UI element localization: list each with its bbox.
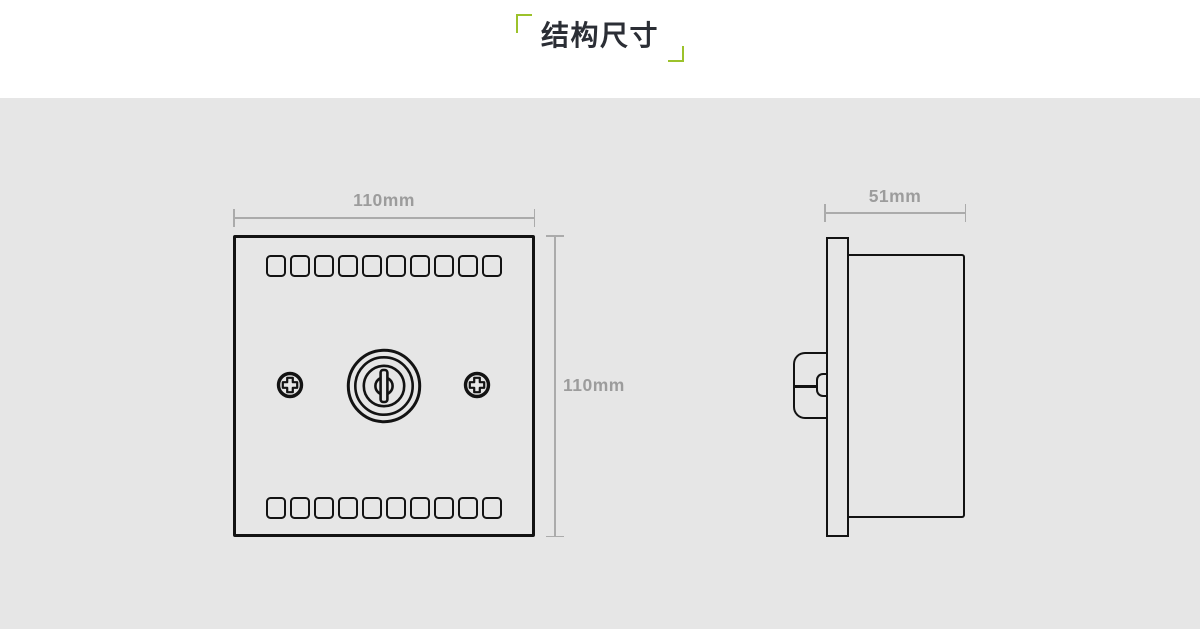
vent-slot (386, 255, 406, 277)
vent-slot (362, 255, 382, 277)
vent-slot (386, 497, 406, 519)
corner-bracket-bottom-right-icon (668, 46, 684, 63)
section-header: 结构尺寸 (0, 0, 1200, 98)
front-view-drawing: 110mm (233, 190, 633, 550)
vent-slot (410, 255, 430, 277)
key-nub-side-profile (816, 373, 827, 397)
depth-dimension-label: 51mm (868, 186, 922, 206)
dimension-tick (546, 535, 564, 537)
width-dimension-line (233, 209, 535, 227)
dimension-tick (824, 204, 826, 222)
vent-slot-row-bottom (236, 497, 532, 519)
vent-slot (410, 497, 430, 519)
vent-slot (266, 255, 286, 277)
vent-slot (338, 255, 358, 277)
depth-dimension-line (824, 204, 966, 222)
screw-icon-right (463, 371, 491, 399)
screw-icon-left (276, 371, 304, 399)
front-panel-flange (826, 237, 849, 537)
width-dimension-label: 110mm (353, 190, 415, 210)
height-dimension-line (546, 235, 564, 537)
lock-side-seam-line (795, 385, 818, 388)
vent-slot (434, 255, 454, 277)
vent-slot (362, 497, 382, 519)
vent-slot (338, 497, 358, 519)
vent-slot (290, 497, 310, 519)
dimension-tick (964, 204, 966, 222)
vent-slot (458, 497, 478, 519)
side-view-drawing: 51mm (793, 186, 978, 541)
vent-slot (482, 255, 502, 277)
dimension-tick (533, 209, 535, 227)
dimension-tick (546, 235, 564, 237)
corner-bracket-top-left-icon (515, 14, 532, 33)
vent-slot (290, 255, 310, 277)
rear-enclosure-body (849, 254, 965, 518)
vent-slot (434, 497, 454, 519)
drawing-canvas: 110mm (0, 98, 1200, 629)
panel-front-face (233, 235, 535, 537)
page-title: 结构尺寸 (540, 20, 659, 51)
key-lock-icon (346, 348, 422, 424)
height-dimension-label: 110mm (563, 375, 625, 395)
vent-slot-row-top (236, 255, 532, 277)
vent-slot (482, 497, 502, 519)
vent-slot (314, 497, 334, 519)
lock-side-profile (793, 352, 828, 419)
vent-slot (266, 497, 286, 519)
title-block: 结构尺寸 (515, 14, 684, 63)
dimension-tick (233, 209, 235, 227)
vent-slot (314, 255, 334, 277)
vent-slot (458, 255, 478, 277)
